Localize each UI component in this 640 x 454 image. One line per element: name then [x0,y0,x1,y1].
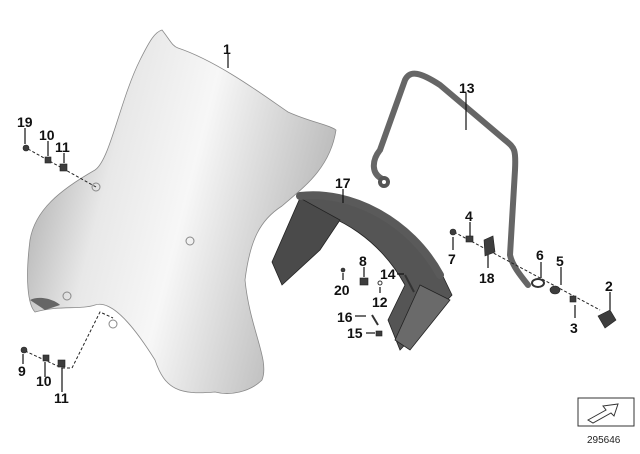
reference-box: 295646 [577,397,635,446]
callout-10: 10 [39,127,55,143]
callout-11: 11 [54,390,69,406]
callout-19: 19 [17,114,33,130]
arrow-icon [587,403,619,424]
callout-1: 1 [223,41,231,57]
fasteners-upper-left [22,144,97,188]
callout-17: 17 [335,175,351,191]
fasteners-lower-left [20,311,114,369]
callout-10: 10 [36,373,52,389]
callout-12: 12 [372,294,388,310]
callout-14: 14 [380,266,396,282]
callout-3: 3 [570,320,578,336]
windshield [27,29,337,394]
callout-4: 4 [465,208,473,224]
callout-18: 18 [479,270,495,286]
callout-11: 11 [55,139,70,155]
small-parts-right [340,228,617,337]
callout-20: 20 [334,282,350,298]
leader-lines [22,54,611,392]
callout-7: 7 [448,251,456,267]
callout-5: 5 [556,253,564,269]
callout-labels: 1 19 10 11 9 10 11 17 13 4 7 18 6 5 2 3 … [17,41,613,406]
callout-9: 9 [18,363,26,379]
callout-8: 8 [359,253,367,269]
reference-number: 295646 [587,435,621,446]
support-bar [370,70,531,288]
callout-15: 15 [347,325,363,341]
mounting-bracket [271,191,453,351]
callout-2: 2 [605,278,613,294]
callout-6: 6 [536,247,544,263]
callout-13: 13 [459,80,475,96]
callout-16: 16 [337,309,353,325]
